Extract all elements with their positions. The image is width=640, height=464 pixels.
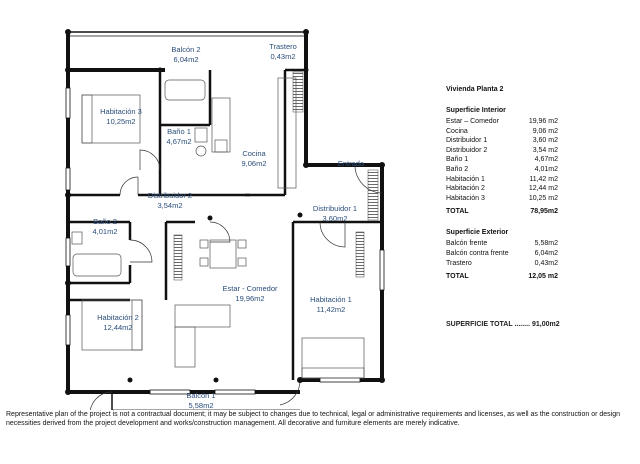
room-label-habitacion-2: Habitación 2 — [97, 313, 139, 322]
floor-plan: Balcón 2 6,04m2 Trastero 0,43m2 Habitaci… — [65, 29, 385, 410]
room-labels: Balcón 2 6,04m2 Trastero 0,43m2 Habitaci… — [92, 42, 364, 410]
columns — [65, 29, 385, 395]
room-label-bano-2: Baño 2 — [93, 217, 117, 226]
grand-total-value: 91,00m2 — [531, 321, 560, 328]
interior-walls — [68, 68, 382, 380]
interior-title: Superficie Interior — [446, 107, 506, 114]
room-area-trastero: 0,43m2 — [270, 52, 295, 61]
room-label-bano-1: Baño 1 — [167, 127, 191, 136]
closets — [173, 71, 379, 281]
balcony-bottom — [111, 392, 300, 410]
room-area-bano-2: 4,01m2 — [92, 227, 117, 236]
room-area-habitacion-2: 12,44m2 — [103, 323, 132, 332]
room-label-habitacion-3: Habitación 3 — [100, 107, 142, 116]
room-area-balcon-2: 6,04m2 — [173, 55, 198, 64]
room-label-distribuidor-1: Distribuidor 1 — [313, 204, 357, 213]
legend-title: Vivienda Planta 2 — [446, 86, 504, 93]
grand-total: SUPERFICIE TOTAL ........ 91,00m2 — [446, 321, 560, 328]
area-legend: Vivienda Planta 2 Superficie Interior Es… — [446, 86, 636, 280]
windows — [65, 87, 385, 395]
room-label-estar-comedor: Estar - Comedor — [222, 284, 278, 293]
room-area-distribuidor-1: 3,60m2 — [322, 214, 347, 223]
disclaimer-text: Representative plan of the project is no… — [6, 411, 621, 427]
furniture — [71, 77, 365, 379]
room-area-habitacion-3: 10,25m2 — [106, 117, 135, 126]
room-area-cocina: 9,06m2 — [241, 159, 266, 168]
balcony-top — [68, 31, 306, 37]
room-label-distribuidor-2: Distribuidor 2 — [148, 191, 192, 200]
room-label-balcon-1: Balcón 1 — [186, 391, 215, 400]
room-label-habitacion-1: Habitación 1 — [310, 295, 352, 304]
doors — [90, 149, 383, 410]
room-label-entrada: Entrada — [338, 159, 365, 168]
room-area-bano-1: 4,67m2 — [166, 137, 191, 146]
room-area-habitacion-1: 11,42m2 — [317, 305, 346, 314]
room-area-estar-comedor: 19,96m2 — [235, 294, 264, 303]
room-area-distribuidor-2: 3,54m2 — [157, 201, 182, 210]
room-label-balcon-2: Balcón 2 — [171, 45, 200, 54]
exterior-title: Superficie Exterior — [446, 229, 509, 237]
grand-total-label: SUPERFICIE TOTAL — [446, 321, 513, 328]
room-area-balcon-1: 5,58m2 — [188, 401, 213, 410]
room-label-trastero: Trastero — [269, 42, 297, 51]
room-label-cocina: Cocina — [242, 149, 266, 158]
